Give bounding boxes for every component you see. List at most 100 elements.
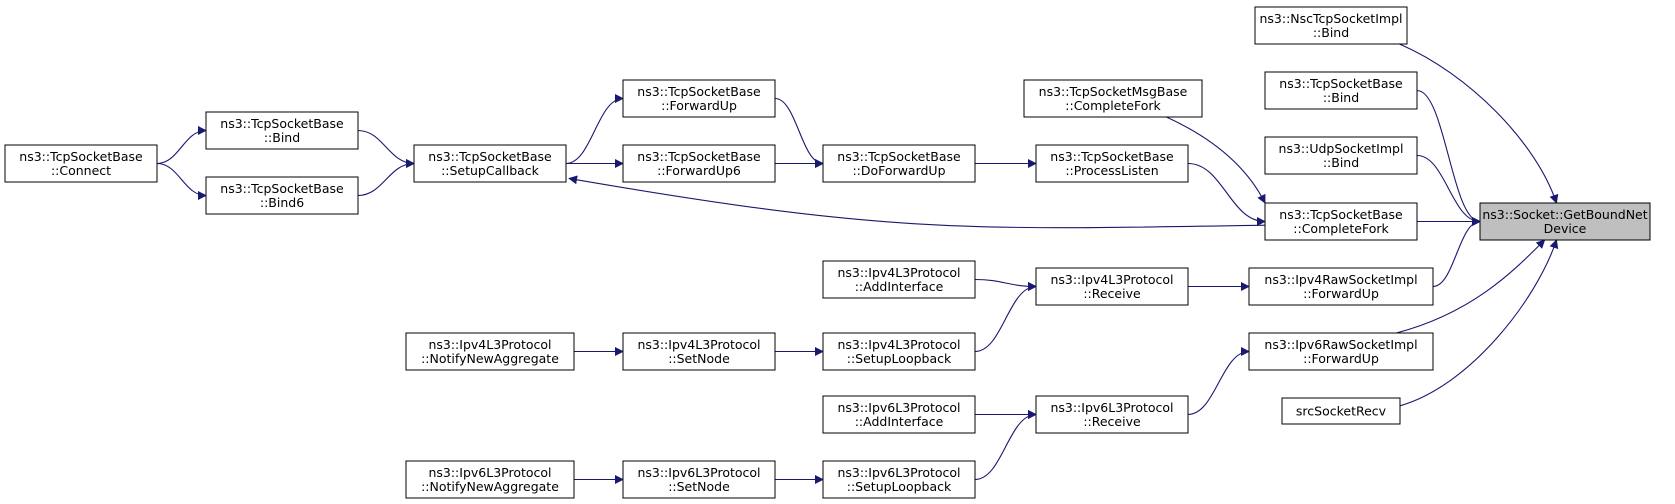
node-bind6[interactable]: ns3::TcpSocketBase::Bind6: [205, 176, 359, 215]
node-box: [205, 111, 359, 150]
node-label: ns3::TcpSocketBase: [220, 116, 344, 131]
node-tcpbind_r[interactable]: ns3::TcpSocketBase::Bind: [1264, 71, 1418, 110]
node-ipv4loop[interactable]: ns3::Ipv4L3Protocol::SetupLoopback: [822, 332, 976, 371]
node-box: [1035, 267, 1189, 306]
edge-line: [568, 175, 1266, 229]
node-label: ::SetNode: [668, 479, 730, 494]
node-label: ::CompleteFork: [1293, 221, 1389, 236]
edge-line: [1396, 239, 1546, 334]
node-forwardup[interactable]: ns3::TcpSocketBase::ForwardUp: [622, 79, 776, 118]
node-box: [622, 332, 776, 371]
node-nscbind[interactable]: ns3::NscTcpSocketImpl::Bind: [1254, 6, 1408, 45]
edge-line: [357, 159, 415, 197]
node-label: ::Receive: [1083, 414, 1141, 429]
edge-line: [974, 410, 1037, 481]
edge-line: [156, 162, 207, 200]
node-label: ns3::TcpSocketBase: [1050, 149, 1174, 164]
edge-ipv4raw-to-getbound: [1432, 217, 1481, 288]
node-label: ns3::Ipv4L3Protocol: [637, 337, 760, 352]
node-label: ::SetupLoopback: [847, 351, 952, 366]
edge-udpbind-to-getbound: [1416, 154, 1481, 226]
node-label: ::Connect: [51, 163, 111, 178]
node-label: ::Bind6: [260, 195, 304, 210]
node-label: ::Receive: [1083, 286, 1141, 301]
edge-ipv4loop-to-ipv4recv: [974, 282, 1037, 353]
node-doforward[interactable]: ns3::TcpSocketBase::DoForwardUp: [822, 144, 976, 183]
node-box: [1254, 6, 1408, 45]
node-processlisten[interactable]: ns3::TcpSocketBase::ProcessListen: [1035, 144, 1189, 183]
edge-connect-to-bind_l: [156, 126, 207, 165]
node-ipv6notify[interactable]: ns3::Ipv6L3Protocol::NotifyNewAggregate: [405, 460, 575, 499]
node-label: ns3::TcpSocketBase: [19, 149, 143, 164]
node-label: ns3::TcpSocketBase: [1279, 76, 1403, 91]
node-label: ::SetupLoopback: [847, 479, 952, 494]
node-ipv4addif[interactable]: ns3::Ipv4L3Protocol::AddInterface: [822, 260, 976, 299]
node-label: srcSocketRecv: [1296, 404, 1387, 419]
edge-ipv4addif-to-ipv4recv: [974, 278, 1037, 291]
node-label: ns3::TcpSocketBase: [637, 84, 761, 99]
node-label: ns3::Ipv6L3Protocol: [837, 400, 960, 415]
node-connect[interactable]: ns3::TcpSocketBase::Connect: [4, 144, 158, 183]
node-label: ns3::Ipv6L3Protocol: [637, 465, 760, 480]
node-box: [622, 460, 776, 499]
node-forwardup6[interactable]: ns3::TcpSocketBase::ForwardUp6: [622, 144, 776, 183]
node-label: ::CompleteFork: [1065, 98, 1161, 113]
node-label: ns3::Ipv4RawSocketImpl: [1264, 272, 1417, 287]
node-label: ::NotifyNewAggregate: [421, 351, 559, 366]
edge-connect-to-bind6: [156, 162, 207, 200]
node-box: [1479, 202, 1651, 241]
node-box: [822, 144, 976, 183]
node-label: ::Bind: [264, 130, 300, 145]
edge-srcsocket-to-getbound: [1399, 239, 1559, 407]
edge-bind6-to-setupcb: [357, 159, 415, 197]
node-box: [1264, 71, 1418, 110]
node-label: ::Bind: [1313, 25, 1349, 40]
edge-line: [974, 282, 1037, 353]
node-label: ns3::UdpSocketImpl: [1279, 141, 1404, 156]
node-box: [822, 260, 976, 299]
node-setupcb[interactable]: ns3::TcpSocketBase::SetupCallback: [413, 144, 567, 183]
edge-tcpbind_r-to-getbound: [1416, 89, 1481, 226]
node-label: ns3::TcpSocketBase: [1279, 207, 1403, 222]
node-label: ns3::TcpSocketBase: [220, 181, 344, 196]
node-label: ns3::Ipv6L3Protocol: [428, 465, 551, 480]
edge-setupcb-to-forwardup: [565, 94, 624, 165]
node-box: [822, 395, 976, 434]
node-ipv6addif[interactable]: ns3::Ipv6L3Protocol::AddInterface: [822, 395, 976, 434]
node-label: ::SetupCallback: [441, 163, 540, 178]
node-label: ::ForwardUp: [1303, 351, 1379, 366]
node-ipv4notify[interactable]: ns3::Ipv4L3Protocol::NotifyNewAggregate: [405, 332, 575, 371]
node-completefork[interactable]: ns3::TcpSocketBase::CompleteFork: [1264, 202, 1418, 241]
edge-line: [1399, 43, 1559, 204]
node-label: ns3::Ipv4L3Protocol: [1050, 272, 1173, 287]
node-box: [822, 332, 976, 371]
node-udpbind[interactable]: ns3::UdpSocketImpl::Bind: [1264, 136, 1418, 175]
node-ipv4raw[interactable]: ns3::Ipv4RawSocketImpl::ForwardUp: [1248, 267, 1434, 306]
node-label: ns3::TcpSocketBase: [428, 149, 552, 164]
node-box: [405, 332, 575, 371]
edge-line: [156, 126, 207, 165]
edge-ipv6loop-to-ipv6recv: [974, 410, 1037, 481]
node-ipv4setnode[interactable]: ns3::Ipv4L3Protocol::SetNode: [622, 332, 776, 371]
edge-line: [357, 129, 415, 168]
node-ipv6loop[interactable]: ns3::Ipv6L3Protocol::SetupLoopback: [822, 460, 976, 499]
node-srcsocket[interactable]: srcSocketRecv: [1281, 397, 1401, 425]
node-msgbase[interactable]: ns3::TcpSocketMsgBase::CompleteFork: [1023, 79, 1203, 118]
node-ipv6setnode[interactable]: ns3::Ipv6L3Protocol::SetNode: [622, 460, 776, 499]
node-box: [1035, 144, 1189, 183]
edge-line: [1187, 347, 1250, 416]
node-label: ns3::TcpSocketMsgBase: [1039, 84, 1188, 99]
node-label: ::ForwardUp: [661, 98, 737, 113]
node-bind_l[interactable]: ns3::TcpSocketBase::Bind: [205, 111, 359, 150]
edge-line: [974, 278, 1037, 291]
node-ipv6recv[interactable]: ns3::Ipv6L3Protocol::Receive: [1035, 395, 1189, 434]
node-label: ::ForwardUp6: [657, 163, 741, 178]
node-box: [1023, 79, 1203, 118]
node-box: [822, 460, 976, 499]
node-box: [622, 144, 776, 183]
node-ipv4recv[interactable]: ns3::Ipv4L3Protocol::Receive: [1035, 267, 1189, 306]
node-ipv6raw[interactable]: ns3::Ipv6RawSocketImpl::ForwardUp: [1248, 332, 1434, 371]
node-label: ns3::Ipv6RawSocketImpl: [1264, 337, 1417, 352]
